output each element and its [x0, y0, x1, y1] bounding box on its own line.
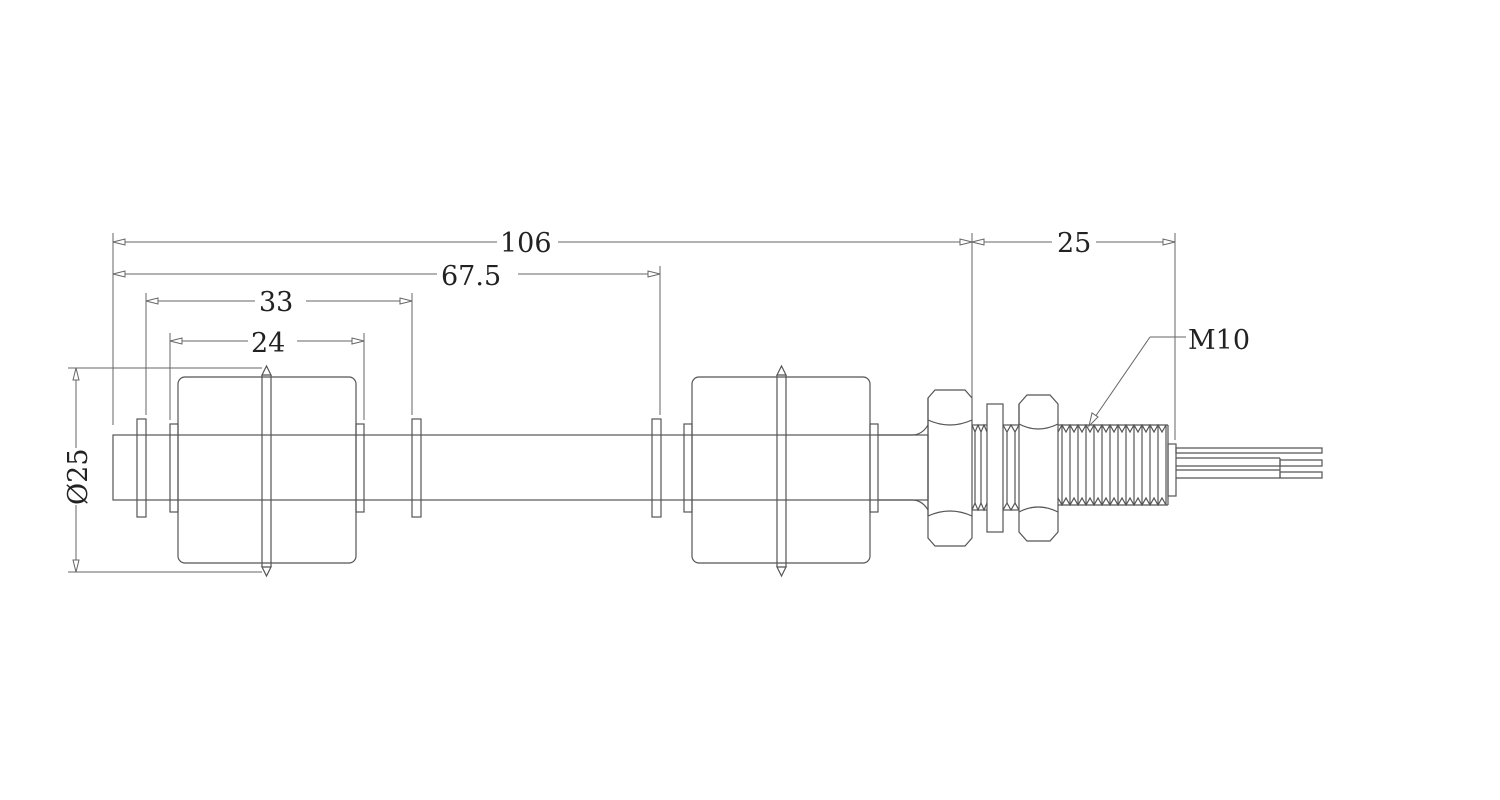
thread-callout-label: M10: [1188, 325, 1250, 356]
stem: [112, 434, 929, 501]
thread-mid: [1002, 423, 1020, 512]
hex-nut: [1018, 394, 1059, 542]
dimension-float-diameter: Ø25: [63, 367, 262, 573]
dimension-float-diameter-label: Ø25: [63, 449, 94, 506]
thread-short: [971, 423, 988, 512]
stop-collar-3: [651, 418, 662, 518]
stop-collar-4-right: [869, 423, 879, 513]
dimension-overall-length: 106: [112, 228, 973, 259]
threaded-section: [1057, 423, 1169, 507]
lead-wires: [1175, 447, 1323, 479]
washer: [986, 403, 1004, 533]
dimension-stop-to-stop: 67.5: [112, 261, 661, 292]
dimension-float-travel-label: 33: [259, 287, 293, 318]
float-switch-body: [112, 364, 1323, 578]
stop-collar-4-left: [683, 423, 693, 513]
stem-neck: [878, 424, 929, 511]
float-1: [177, 364, 357, 578]
dimension-lines: 106 25 67.5 33: [63, 228, 1250, 573]
dimension-thread-length-label: 25: [1057, 228, 1091, 259]
stop-collar-2: [411, 418, 422, 518]
hex-body: [927, 389, 973, 547]
stop-collar-1-left: [169, 423, 179, 513]
float-2: [691, 364, 871, 578]
dimension-float-travel: 33: [145, 287, 413, 318]
dimension-thread-length: 25: [971, 228, 1176, 259]
cable-end-cap: [1167, 443, 1177, 497]
dimension-overall-length-label: 106: [500, 228, 552, 259]
dimension-stop-to-stop-label: 67.5: [441, 261, 501, 292]
stop-collar-left-end: [136, 418, 147, 518]
dimension-float-length-label: 24: [251, 328, 285, 359]
thread-callout: M10: [1088, 325, 1250, 428]
dimension-float-length: 24: [169, 328, 365, 359]
stop-collar-1-right: [355, 423, 365, 513]
